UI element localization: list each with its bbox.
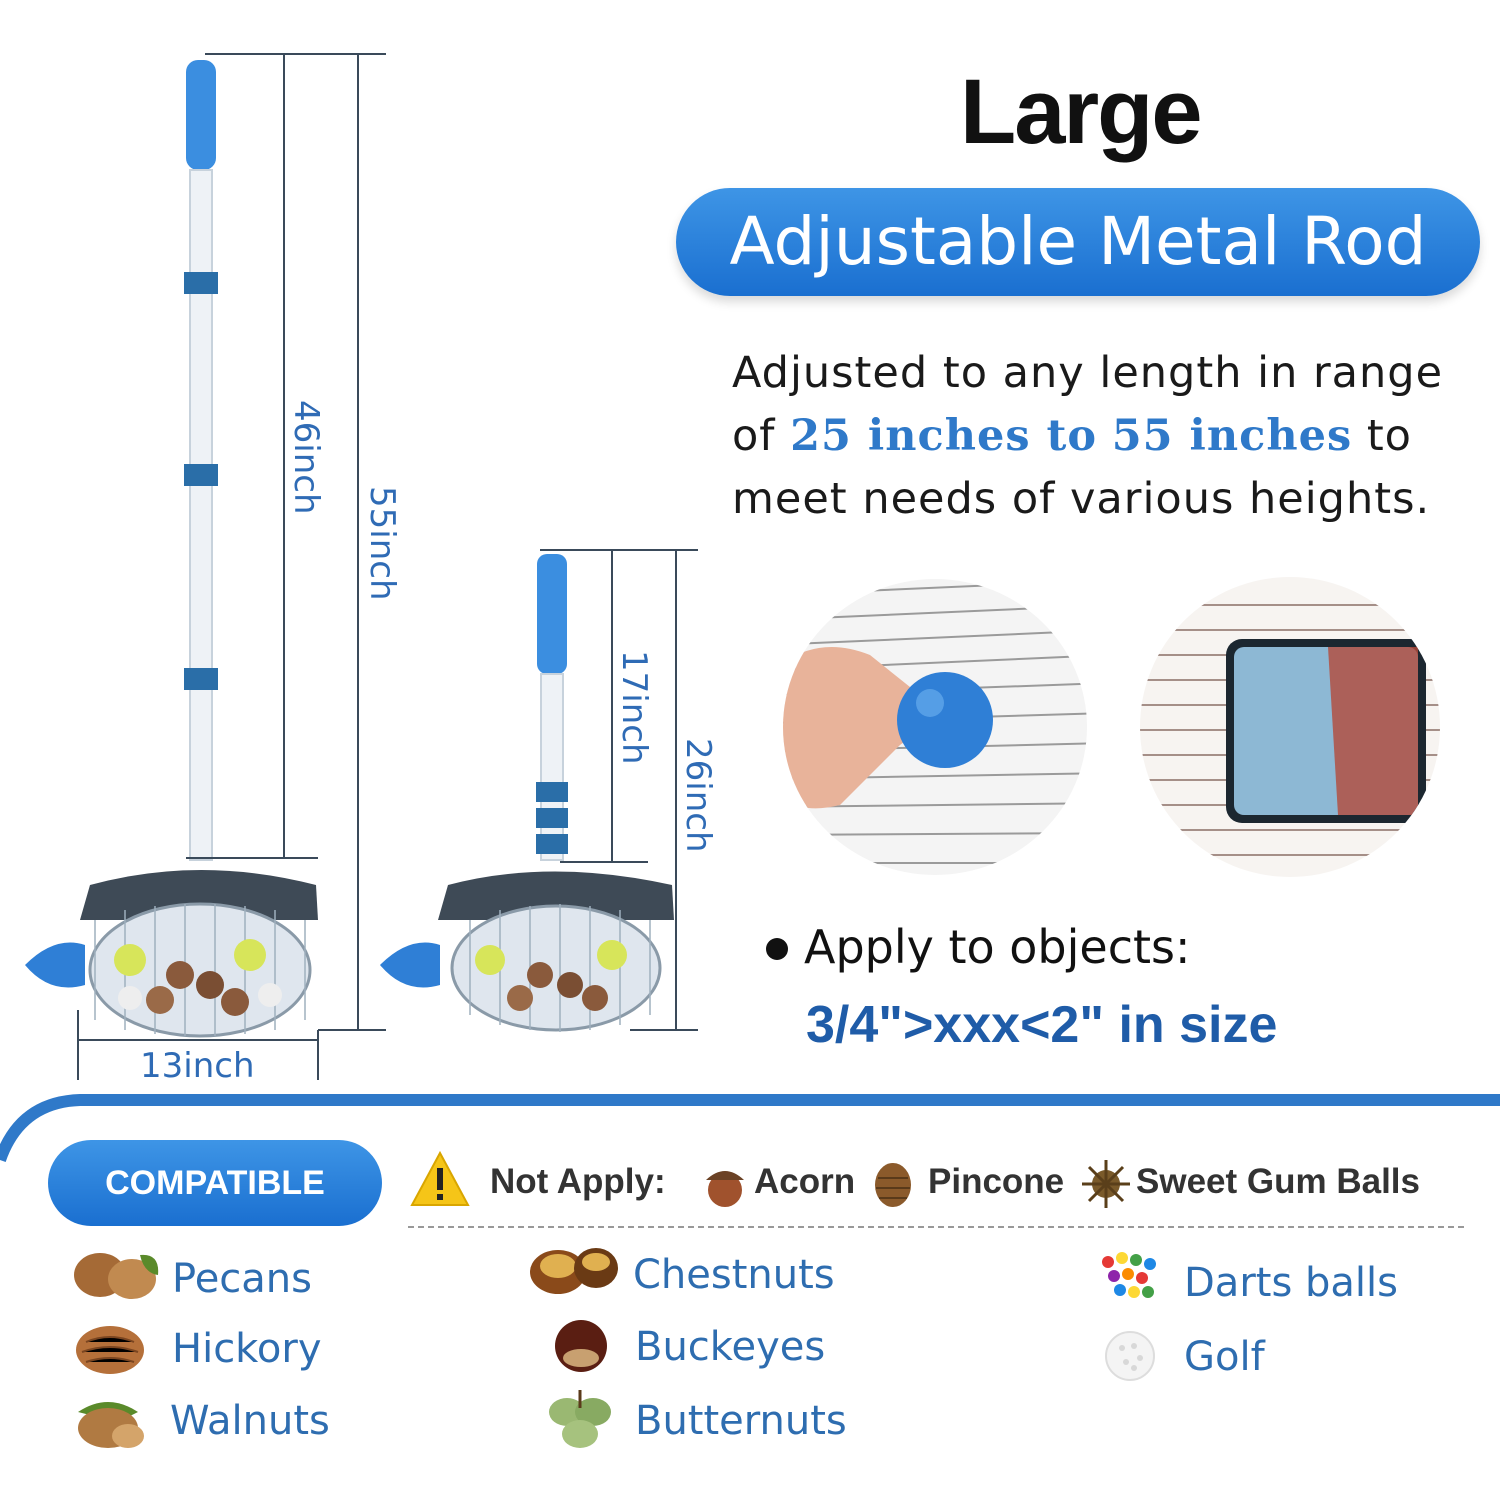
hickory-icon xyxy=(76,1326,144,1374)
acorn-icon xyxy=(706,1171,744,1207)
dim-rod-small: 17inch xyxy=(614,650,654,765)
dim-width: 13inch xyxy=(140,1046,255,1086)
zoom-phone-image xyxy=(1140,577,1440,877)
range-low: 25 inches to xyxy=(790,411,1098,461)
compatible-item: Butternuts xyxy=(635,1398,847,1444)
walnuts-icon xyxy=(78,1402,144,1448)
small-picker xyxy=(380,554,674,1032)
section-divider xyxy=(0,1094,1500,1163)
description-line3: meet needs of various heights. xyxy=(732,474,1431,524)
bullet-icon xyxy=(766,938,788,960)
not-apply-item: Sweet Gum Balls xyxy=(1136,1162,1420,1201)
compatible-item: Chestnuts xyxy=(633,1252,835,1298)
dim-rod-large: 46inch xyxy=(286,400,326,515)
description-line2-suffix: to xyxy=(1352,411,1412,461)
range-high: 55 inches xyxy=(1111,411,1353,461)
pinecone-icon xyxy=(875,1163,911,1207)
compatible-item: Darts balls xyxy=(1184,1260,1398,1306)
description-line1: Adjusted to any length in range xyxy=(732,348,1444,398)
not-apply-item: Acorn xyxy=(754,1162,856,1201)
description-line2-prefix: of xyxy=(732,411,791,461)
description-line2: of 25 inches to 55 inches to xyxy=(732,405,1472,468)
dim-total-large: 55inch xyxy=(362,486,402,601)
large-picker xyxy=(25,60,318,1038)
headline-title: Large xyxy=(960,61,1203,163)
compatible-badge: COMPATIBLE xyxy=(48,1140,382,1226)
compatible-item: Buckeyes xyxy=(635,1324,826,1370)
darts-balls-icon xyxy=(1102,1252,1156,1298)
sweet-gum-ball-icon xyxy=(1082,1160,1130,1208)
description: Adjusted to any length in range of 25 in… xyxy=(732,342,1472,531)
warning-icon xyxy=(410,1150,470,1206)
apply-size: 3/4">xxx<2" in size xyxy=(806,996,1278,1054)
compatible-item: Walnuts xyxy=(170,1398,330,1444)
banner: Adjustable Metal Rod xyxy=(676,188,1480,296)
zoom-ball-image xyxy=(783,579,1087,875)
golf-ball-icon xyxy=(897,672,993,768)
pecans-icon xyxy=(74,1253,159,1299)
hand xyxy=(783,647,923,809)
compatible-item: Golf xyxy=(1184,1334,1265,1380)
chestnuts-icon xyxy=(530,1248,618,1294)
dimension-lines xyxy=(77,53,698,1080)
not-apply-item: Pincone xyxy=(928,1162,1065,1201)
buckeyes-icon xyxy=(555,1320,607,1372)
butternuts-icon xyxy=(549,1390,611,1448)
golf-ball-icon xyxy=(1105,1331,1155,1381)
not-apply-label: Not Apply: xyxy=(490,1162,666,1201)
compatible-item: Hickory xyxy=(172,1326,322,1372)
banner-text: Adjustable Metal Rod xyxy=(729,203,1427,280)
dim-total-small: 26inch xyxy=(678,738,718,853)
dashed-divider xyxy=(408,1226,1464,1228)
compatible-item: Pecans xyxy=(172,1256,312,1302)
product-illustration xyxy=(25,53,698,1080)
apply-label: Apply to objects: xyxy=(804,920,1191,974)
